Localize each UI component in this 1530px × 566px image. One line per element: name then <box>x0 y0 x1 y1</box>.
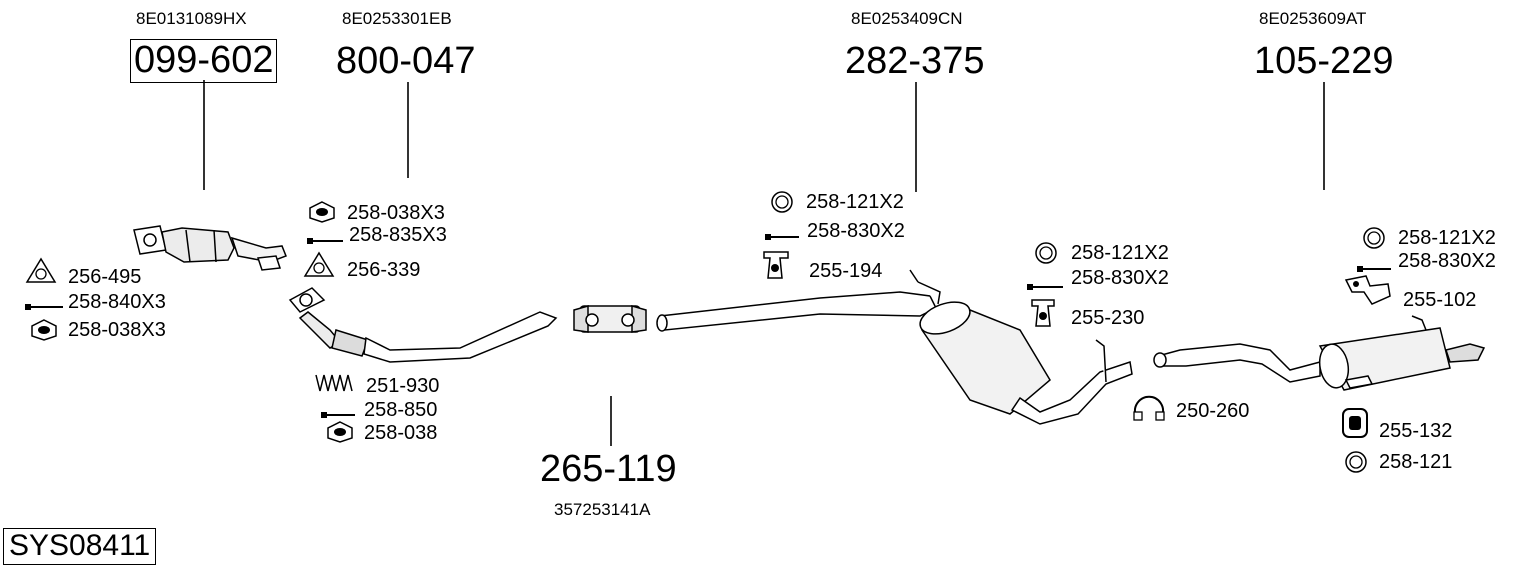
fitting-label[interactable]: 258-038X3 <box>347 202 445 224</box>
fitting-label[interactable]: 258-038X3 <box>68 319 166 341</box>
fitting-label[interactable]: 255-230 <box>1071 307 1145 329</box>
nut-icon <box>31 319 57 341</box>
fitting-label[interactable]: 258-121 <box>1379 451 1453 473</box>
nut-icon <box>309 201 335 223</box>
hanger-bracket-icon <box>763 251 789 279</box>
fitting-label[interactable]: 251-930 <box>366 375 440 397</box>
ring-icon <box>771 191 793 213</box>
fitting-label[interactable]: 258-121X2 <box>1071 242 1169 264</box>
bolt-icon <box>1027 284 1063 290</box>
fitting-label[interactable]: 258-830X2 <box>807 220 905 242</box>
part-number-800-047[interactable]: 800-047 <box>336 40 476 82</box>
ring-icon <box>1345 451 1367 473</box>
oe-number: 8E0253609AT <box>1259 9 1367 28</box>
gasket-icon <box>25 257 57 283</box>
spring-icon <box>315 374 353 392</box>
fitting-label[interactable]: 258-121X2 <box>806 191 904 213</box>
oe-number: 8E0131089HX <box>136 9 247 28</box>
fitting-label[interactable]: 258-830X2 <box>1398 250 1496 272</box>
rear-muffler-105-229 <box>1153 315 1486 391</box>
clamp-icon <box>1133 395 1165 421</box>
part-number-105-229[interactable]: 105-229 <box>1254 40 1394 82</box>
catalytic-converter-099-602 <box>133 225 287 271</box>
fitting-label[interactable]: 258-830X2 <box>1071 267 1169 289</box>
part-number-282-375[interactable]: 282-375 <box>845 40 985 82</box>
ring-icon <box>1035 242 1057 264</box>
fitting-label[interactable]: 258-850 <box>364 399 438 421</box>
fitting-label[interactable]: 255-132 <box>1379 420 1453 442</box>
fitting-label[interactable]: 258-840X3 <box>68 291 166 313</box>
fitting-label[interactable]: 250-260 <box>1176 400 1250 422</box>
part-number-099-602[interactable]: 099-602 <box>130 39 278 83</box>
front-pipe-800-047 <box>288 287 558 363</box>
fitting-label[interactable]: 255-194 <box>809 260 883 282</box>
center-muffler-282-375 <box>656 269 1133 425</box>
hanger-bracket-icon <box>1031 299 1055 327</box>
part-number-265-119[interactable]: 265-119 <box>540 448 677 490</box>
fitting-label[interactable]: 255-102 <box>1403 289 1477 311</box>
fitting-label[interactable]: 258-121X2 <box>1398 227 1496 249</box>
oe-number: 357253141A <box>554 500 651 519</box>
fitting-label[interactable]: 256-339 <box>347 259 421 281</box>
connecting-pipe-265-119 <box>573 305 647 333</box>
bolt-icon <box>307 238 343 244</box>
system-code: SYS08411 <box>3 528 157 565</box>
fitting-label[interactable]: 256-495 <box>68 266 142 288</box>
ring-icon <box>1363 227 1385 249</box>
oe-number: 8E0253301EB <box>342 9 452 28</box>
oe-number: 8E0253409CN <box>851 9 963 28</box>
rubber-mount-icon <box>1342 408 1368 438</box>
gasket-icon <box>303 251 335 277</box>
fitting-label[interactable]: 258-835X3 <box>349 224 447 246</box>
bolt-icon <box>765 234 799 240</box>
nut-icon <box>327 421 353 443</box>
fitting-label[interactable]: 258-038 <box>364 422 438 444</box>
bolt-icon <box>1357 266 1391 272</box>
hanger-bracket-icon <box>1344 275 1391 305</box>
bolt-icon <box>25 304 63 310</box>
bolt-icon <box>321 412 355 418</box>
